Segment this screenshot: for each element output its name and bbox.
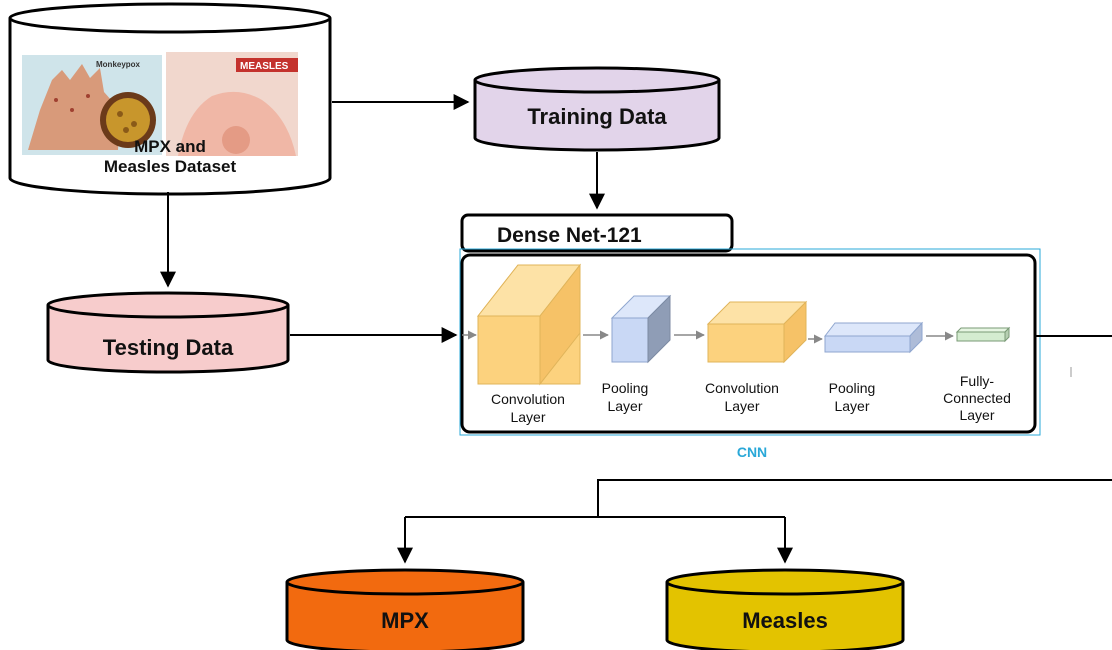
measles-output-label: Measles <box>742 608 828 633</box>
densenet-title: Dense Net-121 <box>497 224 642 247</box>
monkeypox-caption: Monkeypox <box>96 60 141 69</box>
dataset-label-line1: MPX and <box>134 137 206 156</box>
layer-label-fc-line2: Connected <box>943 390 1011 406</box>
layer-label-pool1-line1: Pooling <box>602 380 649 396</box>
training-data-cylinder: Training Data <box>473 66 721 152</box>
layer-label-conv2-line1: Convolution <box>705 380 779 396</box>
pooling-layer-1-block <box>610 294 672 364</box>
conv-layer-1-block <box>476 263 582 386</box>
dataset-cylinder: Monkeypox MEASLES MPX and Measles Datase… <box>8 2 332 196</box>
layer-label-fc-line1: Fully- <box>960 373 995 389</box>
layer-label-conv1-line1: Convolution <box>491 391 565 407</box>
layer-label-pool2-line1: Pooling <box>829 380 876 396</box>
layer-label-conv2-line2: Layer <box>724 398 759 414</box>
layer-label-conv1-line2: Layer <box>510 409 545 425</box>
densenet-title-box: Dense Net-121 <box>460 213 734 253</box>
testing-data-cylinder: Testing Data <box>46 291 290 374</box>
mpx-output-cylinder: MPX <box>285 568 525 650</box>
fc-layer-block <box>955 326 1011 343</box>
training-data-label: Training Data <box>527 104 667 129</box>
mpx-output-label: MPX <box>381 608 429 633</box>
testing-data-label: Testing Data <box>103 335 234 360</box>
dataset-label-line2: Measles Dataset <box>104 157 237 176</box>
cnn-box: Convolution Layer Pooling Layer Convolut… <box>459 248 1041 436</box>
pooling-layer-2-block <box>823 321 924 354</box>
conv-layer-2-block <box>706 300 808 364</box>
measles-output-cylinder: Measles <box>665 568 905 650</box>
layer-label-fc-line3: Layer <box>959 407 994 423</box>
measles-image: MEASLES <box>166 52 298 156</box>
cnn-caption: CNN <box>737 444 767 460</box>
layer-label-pool1-line2: Layer <box>607 398 642 414</box>
measles-caption: MEASLES <box>240 61 289 72</box>
layer-label-pool2-line2: Layer <box>834 398 869 414</box>
connector-return <box>597 479 1112 517</box>
monkeypox-image: Monkeypox <box>22 55 162 155</box>
